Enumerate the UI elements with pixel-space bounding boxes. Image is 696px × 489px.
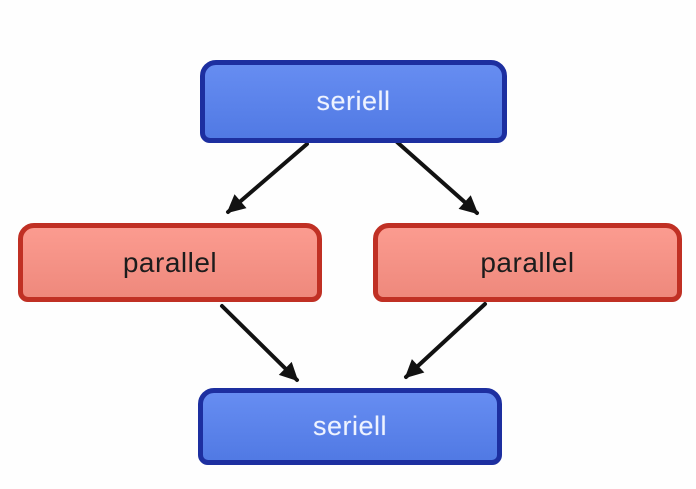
node-seriell-top-label: seriell xyxy=(316,86,391,116)
node-parallel-left: parallel xyxy=(18,223,322,302)
node-parallel-right-label: parallel xyxy=(480,246,575,278)
node-seriell-bottom: seriell xyxy=(198,388,502,465)
node-seriell-bottom-label: seriell xyxy=(312,411,388,441)
node-seriell-top: seriell xyxy=(200,60,507,143)
node-parallel-left-label: parallel xyxy=(122,246,218,278)
arrow-seriell-top-to-parallel-right xyxy=(395,140,479,215)
arrow-parallel-right-to-seriell-bottom xyxy=(404,302,487,379)
node-parallel-right: parallel xyxy=(373,223,682,302)
arrow-seriell-top-to-parallel-left xyxy=(226,142,309,214)
arrow-parallel-left-to-seriell-bottom xyxy=(220,304,299,382)
